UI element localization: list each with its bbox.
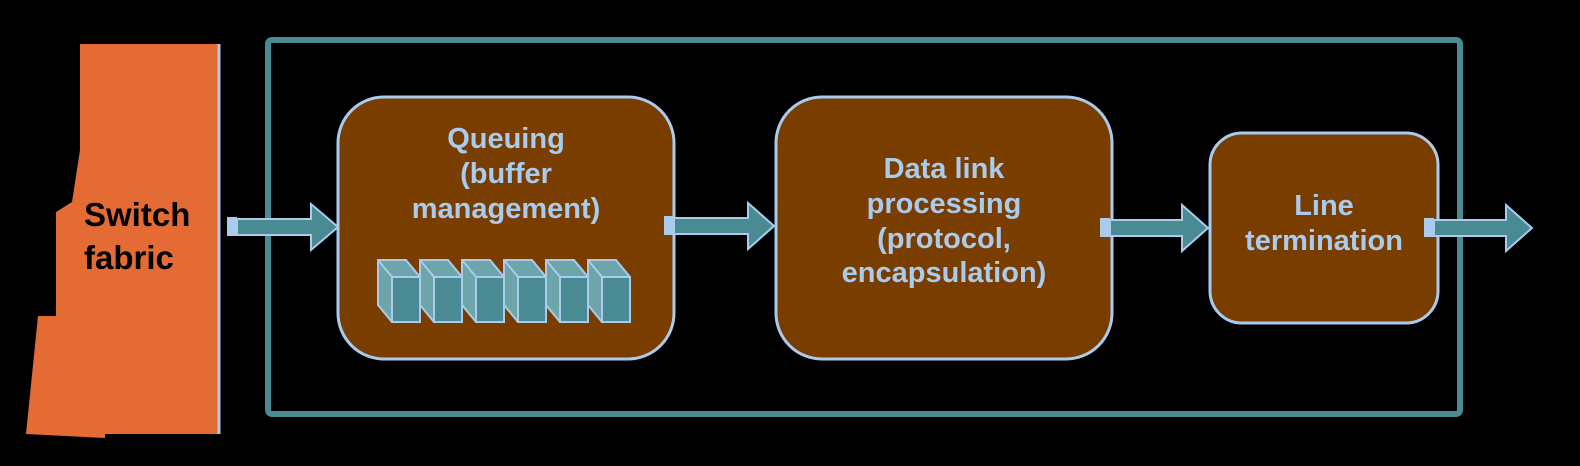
buffer-slot <box>377 259 421 323</box>
queuing-label-line: Queuing <box>447 123 565 155</box>
arrow-fabric-to-queuing <box>227 201 340 253</box>
buffer-slot <box>419 259 463 323</box>
switch-fabric-label-line: Switch <box>84 196 191 233</box>
arrow-queuing-to-datalink <box>664 200 776 252</box>
buffer-slot <box>545 259 589 323</box>
buffer-slot <box>461 259 505 323</box>
line-termination-label: Line termination <box>1210 189 1438 259</box>
data-link-label-line: processing <box>866 187 1022 220</box>
queuing-label: Queuing (buffer management) <box>338 122 674 226</box>
switch-fabric-label-line: fabric <box>84 238 174 276</box>
queuing-label-line: management) <box>411 192 601 225</box>
buffer-slot <box>587 259 631 323</box>
switch-fabric-shape <box>26 44 218 438</box>
data-link-label-line: encapsulation) <box>841 257 1047 290</box>
line-termination-label-line: Line <box>1294 190 1354 222</box>
data-link-label: Data link processing (protocol, encapsul… <box>776 152 1112 291</box>
arrow-line-output <box>1424 202 1534 254</box>
arrow-datalink-to-line <box>1100 202 1210 254</box>
switch-fabric-label: Switch fabric <box>84 194 224 280</box>
data-link-label-line: Data link <box>883 153 1005 185</box>
queuing-label-line: (buffer <box>460 157 552 190</box>
buffer-queue <box>377 259 631 323</box>
buffer-slot <box>503 259 547 323</box>
line-termination-label-line: termination <box>1245 224 1403 257</box>
data-link-label-line: (protocol, <box>877 222 1011 255</box>
